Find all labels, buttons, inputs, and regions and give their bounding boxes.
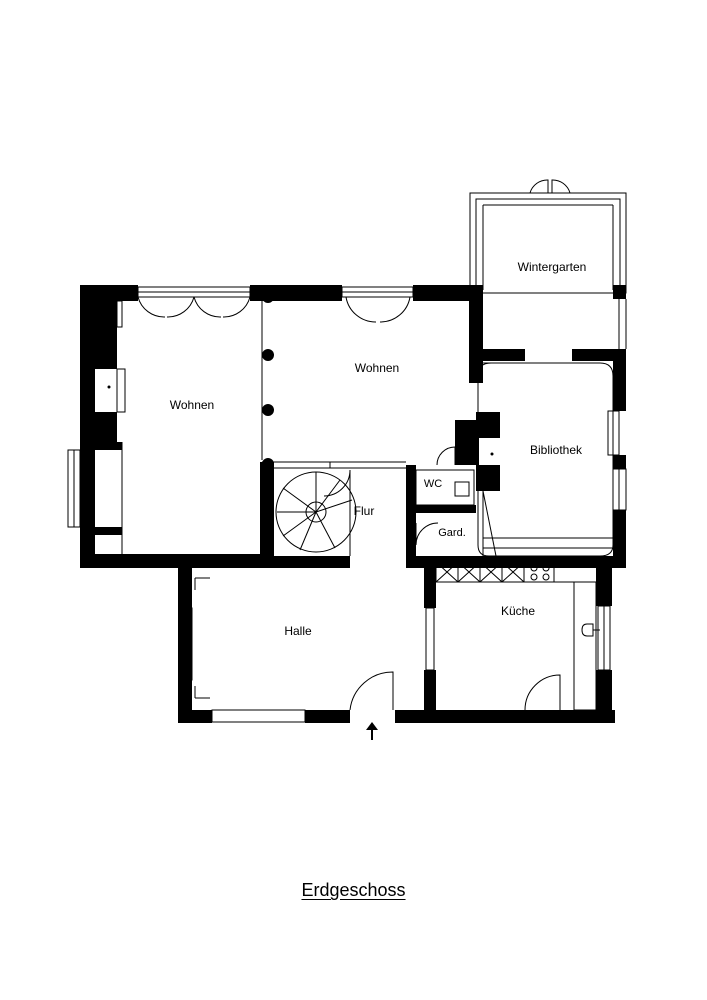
plan-title: Erdgeschoss [0, 880, 707, 901]
room-labels: Wintergarten Wohnen Wohnen Bibliothek WC… [170, 260, 587, 638]
room-label-flur: Flur [354, 504, 375, 518]
room-label-kueche: Küche [501, 604, 535, 618]
room-label-wohnen-west: Wohnen [170, 398, 214, 412]
plan-title-text: Erdgeschoss [301, 880, 406, 900]
room-label-halle: Halle [284, 624, 312, 638]
markers [107, 385, 494, 456]
room-label-wohnen-mitte: Wohnen [355, 361, 399, 375]
room-label-garderobe: Gard. [438, 527, 466, 539]
room-label-bibliothek: Bibliothek [530, 443, 583, 457]
arrow-up-icon [366, 722, 378, 740]
walls [80, 285, 626, 723]
room-label-wintergarten: Wintergarten [518, 260, 587, 274]
room-label-wc: WC [424, 478, 442, 490]
thin-lines [67, 179, 627, 723]
